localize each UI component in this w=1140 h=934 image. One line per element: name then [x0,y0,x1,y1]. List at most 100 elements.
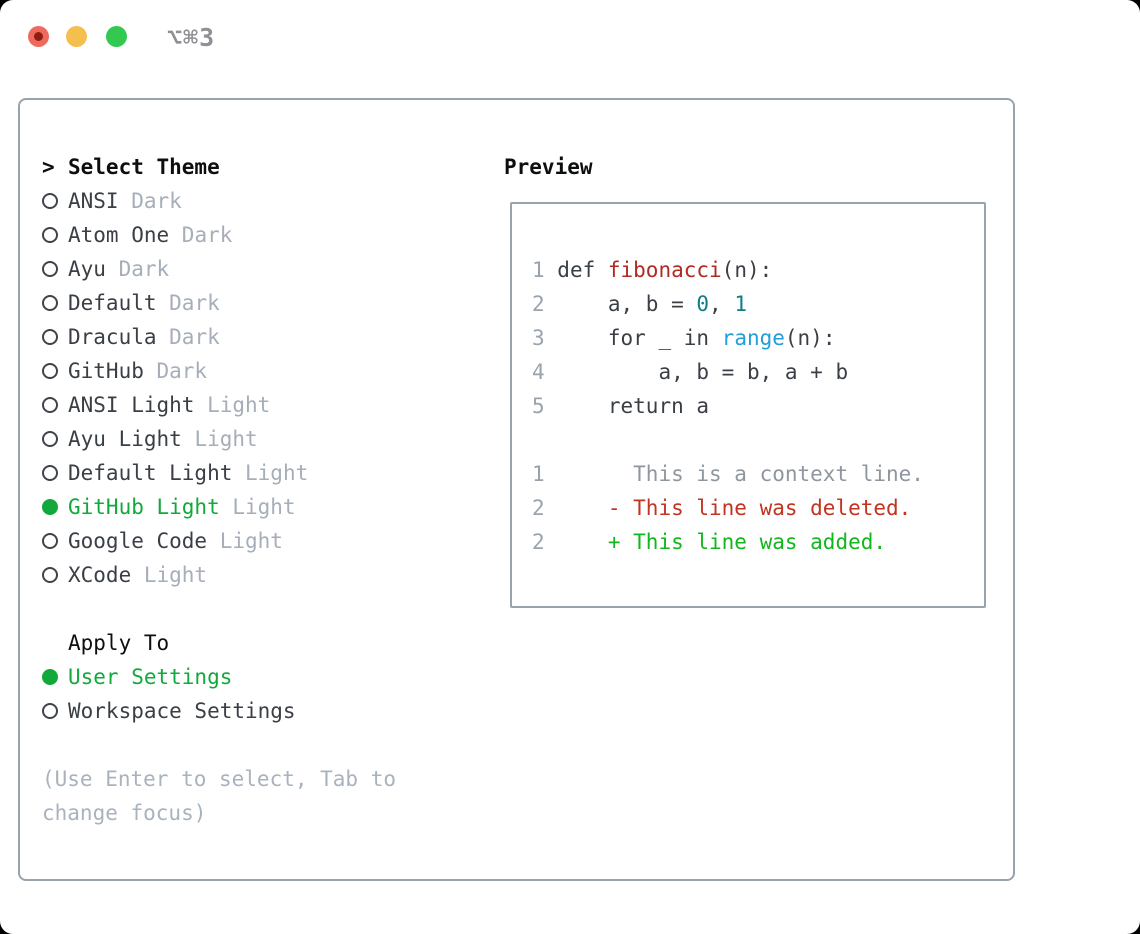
radio-unselected-icon [42,465,68,481]
line-number: 1 [532,462,545,486]
theme-item-variant: Light [207,529,283,553]
radio-circle [42,295,58,311]
theme-item-variant: Light [194,393,271,417]
radio-circle [42,499,58,515]
line-number: 2 [532,292,545,316]
radio-circle [42,261,58,277]
line-number: 1 [532,258,545,282]
theme-item-ayu-light[interactable]: Ayu Light Light [42,422,396,456]
theme-item-variant: Dark [143,359,208,383]
radio-circle [42,227,58,243]
theme-item-variant: Light [181,427,258,451]
theme-item-atom-one[interactable]: Atom One Dark [42,218,396,252]
theme-item-google-code[interactable]: Google Code Light [42,524,396,558]
line-number: 2 [532,496,545,520]
code-line: 2 a, b = 0, 1 [532,287,984,321]
theme-item-variant: Dark [169,223,233,247]
theme-item-variant: Dark [156,325,220,349]
apply-to-title: Apply To [68,631,170,655]
theme-item-variant: Light [219,495,296,519]
close-button[interactable] [28,26,49,47]
radio-unselected-icon [42,193,68,209]
theme-item-default[interactable]: Default Dark [42,286,396,320]
hint-line: change focus) [42,796,396,830]
radio-unselected-icon [42,227,68,243]
spacer-row [42,728,396,762]
radio-unselected-icon [42,431,68,447]
code-token: 0 [696,292,710,316]
theme-item-ansi-light[interactable]: ANSI Light Light [42,388,396,422]
radio-circle [42,533,58,549]
close-active-dot [34,32,43,41]
code-line: 5 return a [532,389,984,423]
code-token: a, b = b, a + b [544,360,849,384]
code-token: - This line was deleted. [544,496,912,520]
theme-item-xcode[interactable]: XCode Light [42,558,396,592]
theme-item-label: Default Light [68,461,233,485]
keyboard-hint: (Use Enter to select, Tab to change focus… [42,762,396,830]
theme-item-variant: Dark [105,257,170,281]
theme-item-label: ANSI Light [68,393,195,417]
code-token: def [544,258,608,282]
theme-item-label: Ayu [68,257,106,281]
code-token: (n): [721,258,773,282]
radio-selected-icon [42,669,68,685]
hint-line: (Use Enter to select, Tab to [42,762,396,796]
blank-line [532,423,984,457]
theme-item-dracula[interactable]: Dracula Dark [42,320,396,354]
radio-unselected-icon [42,703,68,719]
theme-item-label: XCode [68,563,132,587]
apply-option-label: Workspace Settings [68,699,296,723]
hint-text: change focus) [42,801,207,825]
radio-circle [42,329,58,345]
radio-circle [42,703,58,719]
theme-item-variant: Light [232,461,309,485]
radio-unselected-icon [42,261,68,277]
radio-unselected-icon [42,567,68,583]
line-number: 4 [532,360,545,384]
theme-item-label: ANSI [68,189,119,213]
theme-item-label: Google Code [68,529,208,553]
code-token: + This line was added. [544,530,887,554]
code-token: a, b = [544,292,697,316]
theme-item-variant: Dark [118,189,182,213]
window-shortcut-label: ⌥⌘3 [167,23,216,52]
code-token: return a [544,394,710,418]
radio-unselected-icon [42,295,68,311]
maximize-button[interactable] [106,26,127,47]
theme-item-label: GitHub [68,359,144,383]
theme-item-label: Ayu Light [68,427,182,451]
apply-option-user-settings[interactable]: User Settings [42,660,396,694]
theme-item-ayu[interactable]: Ayu Dark [42,252,396,286]
select-theme-heading-row: >Select Theme [42,150,396,184]
theme-item-ansi[interactable]: ANSI Dark [42,184,396,218]
code-token: fibonacci [607,258,722,282]
hint-text: (Use Enter to select, Tab to [42,767,397,791]
code-line: 1 def fibonacci(n): [532,253,984,287]
theme-item-default-light[interactable]: Default Light Light [42,456,396,490]
line-number: 3 [532,326,545,350]
radio-selected-icon [42,499,68,515]
radio-unselected-icon [42,329,68,345]
radio-circle [42,567,58,583]
minimize-button[interactable] [66,26,87,47]
code-line: 2 + This line was added. [532,525,984,559]
radio-unselected-icon [42,363,68,379]
preview-title: Preview [504,155,593,179]
theme-item-variant: Light [131,563,208,587]
radio-unselected-icon [42,397,68,413]
code-line: 3 for _ in range(n): [532,321,984,355]
theme-item-github[interactable]: GitHub Dark [42,354,396,388]
radio-circle [42,363,58,379]
code-line: 2 - This line was deleted. [532,491,984,525]
theme-item-github-light[interactable]: GitHub Light Light [42,490,396,524]
apply-option-label: User Settings [68,665,233,689]
apply-option-workspace-settings[interactable]: Workspace Settings [42,694,396,728]
